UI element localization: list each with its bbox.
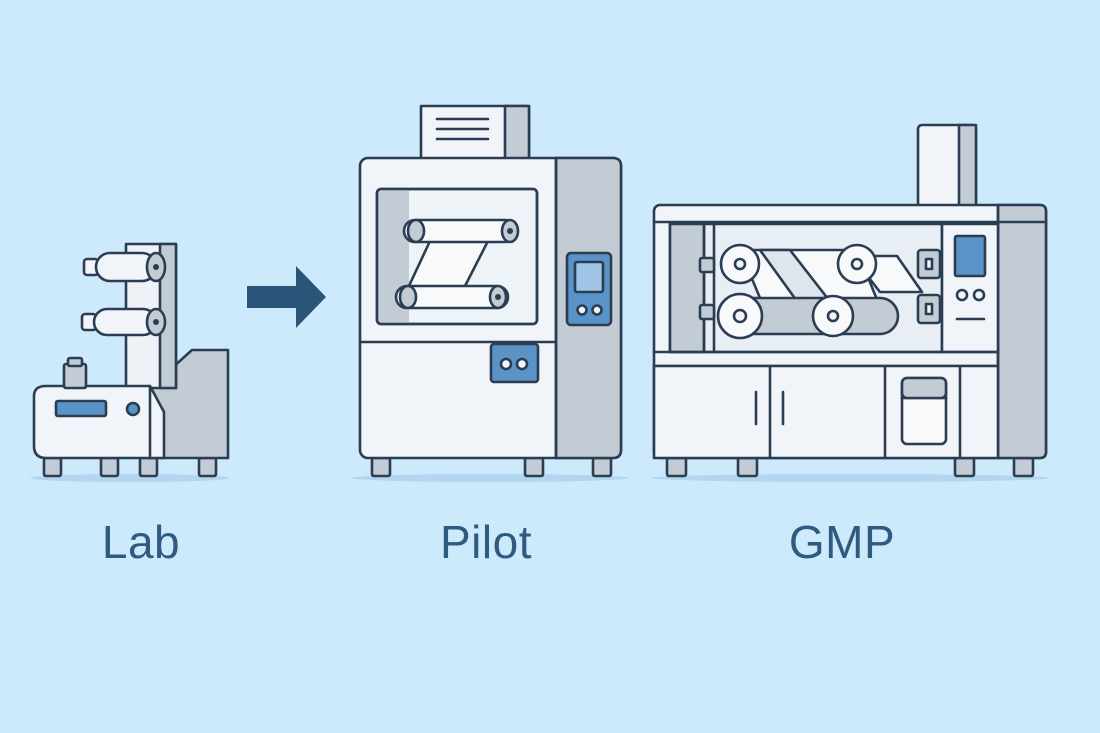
lab-machine-icon xyxy=(30,242,230,482)
stage-label-lab: Lab xyxy=(101,516,181,568)
stage-label-gmp: GMP xyxy=(788,516,896,568)
pilot-machine-icon xyxy=(352,104,628,482)
gmp-machine-icon xyxy=(650,123,1050,482)
stage-label-pilot: Pilot xyxy=(440,516,532,568)
arrow-right-icon xyxy=(247,266,326,328)
